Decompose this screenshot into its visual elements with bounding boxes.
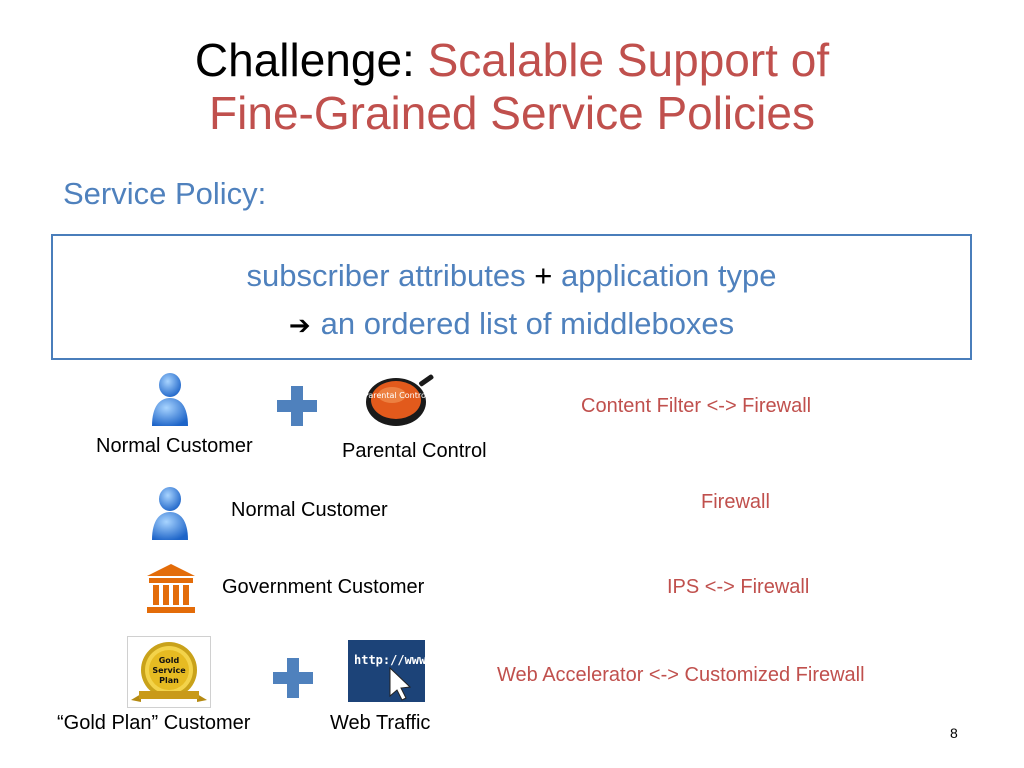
web-traffic-icon: http://www xyxy=(348,640,425,702)
slide-title: Challenge: Scalable Support of Fine-Grai… xyxy=(0,34,1024,140)
right-arrow-icon: ➔ xyxy=(288,310,311,340)
policy-result: an ordered list of middleboxes xyxy=(320,306,735,341)
badge-text-1: Gold xyxy=(159,656,180,665)
application-label: Web Traffic xyxy=(330,712,431,734)
policy-part-subscriber: subscriber attributes xyxy=(246,258,526,293)
bank-icon xyxy=(147,564,195,613)
middlebox-chain: Web Accelerator <-> Customized Firewall xyxy=(497,664,865,686)
gold-plan-badge-icon: Gold Service Plan xyxy=(127,636,211,708)
page-number: 8 xyxy=(950,725,958,741)
policy-line-2: ➔ an ordered list of middleboxes xyxy=(53,306,970,342)
policy-part-application: application type xyxy=(561,258,777,293)
policy-definition-box: subscriber attributes + application type… xyxy=(51,234,972,360)
plus-icon xyxy=(277,386,317,426)
customer-label: “Gold Plan” Customer xyxy=(57,712,251,734)
customer-label: Normal Customer xyxy=(231,499,388,521)
application-label: Parental Control xyxy=(342,440,487,462)
service-policy-heading: Service Policy: xyxy=(63,176,267,211)
parental-control-icon-label: Parental Control xyxy=(364,391,428,400)
badge-text-3: Plan xyxy=(159,676,179,685)
web-traffic-icon-label: http://www xyxy=(354,653,425,667)
parental-control-icon: Parental Control xyxy=(364,374,434,426)
customer-label: Normal Customer xyxy=(96,435,253,457)
badge-text-2: Service xyxy=(152,666,186,675)
middlebox-chain: IPS <-> Firewall xyxy=(667,576,810,598)
title-line-1: Challenge: Scalable Support of xyxy=(0,34,1024,87)
policy-line-1: subscriber attributes + application type xyxy=(53,258,970,294)
middlebox-chain: Content Filter <-> Firewall xyxy=(581,395,812,417)
title-line-2: Fine-Grained Service Policies xyxy=(209,87,815,139)
title-line1-rest: Scalable Support of xyxy=(427,34,830,86)
user-icon xyxy=(152,373,188,426)
policy-plus: + xyxy=(534,258,553,293)
plus-icon xyxy=(273,658,313,698)
middlebox-chain: Firewall xyxy=(701,491,770,513)
customer-label: Government Customer xyxy=(222,576,425,598)
user-icon xyxy=(152,487,188,540)
title-prefix: Challenge: xyxy=(194,34,415,86)
